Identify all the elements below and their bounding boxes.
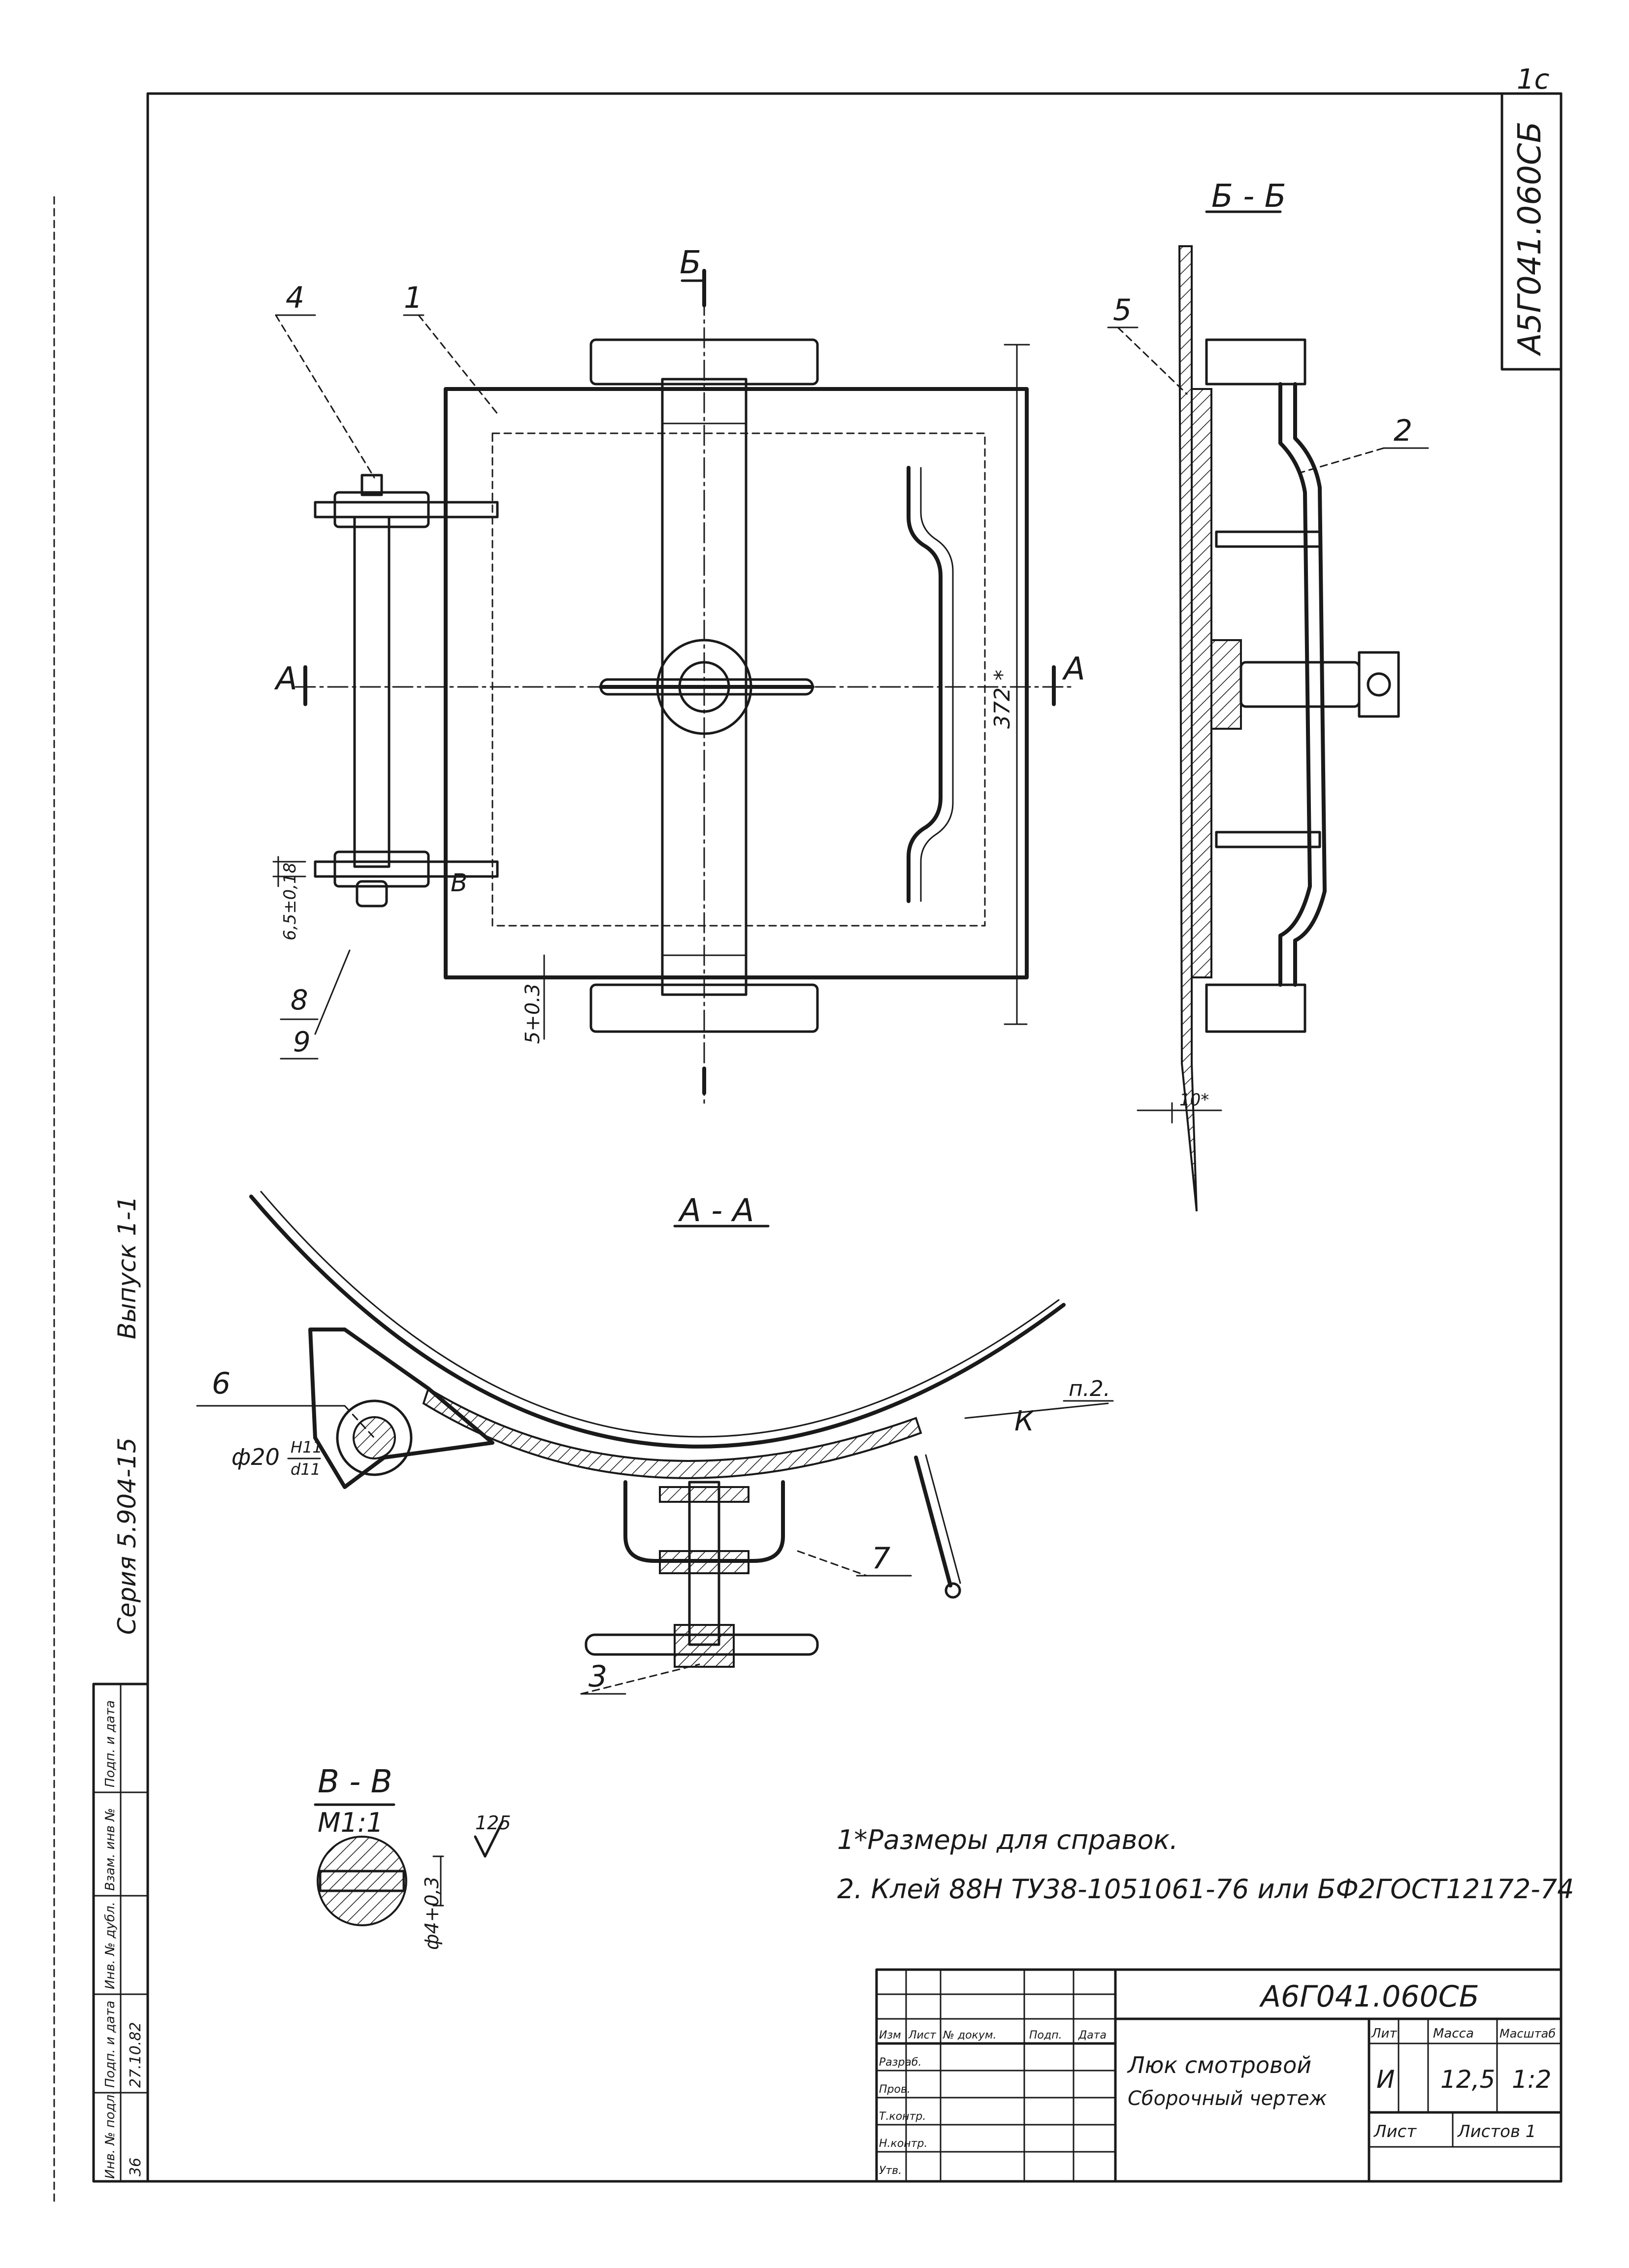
cut-label-a-right: А [1062,651,1085,687]
bb-bottom-flange [1205,983,1306,1033]
corner-mark: 1с [1517,64,1550,96]
dim-phi20: ф20 [231,1444,280,1470]
callout-4: 4 [286,281,304,315]
aa-hinge-ring [336,1399,413,1476]
side-stamp-label-3: Инв. № дубл. [103,1902,118,1989]
aa-shell-inner [260,1191,1060,1438]
sheet-frame [146,92,1563,2183]
bb-bar [1278,382,1312,987]
callout-8: 8 [291,984,308,1016]
aa-shell-outer [249,1195,1066,1449]
plan-hinge-upper-bracket [314,501,499,518]
plan-hinge-pin [353,516,391,868]
tb-row-nkontr: Н.контр. [879,2138,927,2150]
callout-6: 6 [212,1366,230,1401]
side-series: Серия 5.904-15 [113,1437,141,1635]
fit-d11: d11 [291,1460,321,1479]
rotated-code-box [1500,92,1563,371]
rotated-code: А5Г041.060СБ [1512,122,1548,356]
tb-sheet-label: Лист [1373,2122,1417,2141]
callout-k: К [1014,1405,1035,1437]
tb-name-1: Люк смотровой [1127,2052,1311,2078]
side-stamp-no: 36 [127,2158,144,2176]
plan-view: Б А А 372 * 5+0.3 6,5±0,18 В 1 4 8 9 [272,245,1085,1104]
side-stamp-date: 27.10.82 [127,2022,144,2088]
bb-shell [1178,245,1198,1212]
plan-hinge-lower-bracket [314,860,499,878]
aa-cover [422,1387,922,1479]
side-stamp-label-4: Подп. и дата [103,2001,118,2088]
bb-wheel [1358,651,1400,718]
bb-screw [1239,661,1361,708]
section-vv-title: В - В [318,1764,392,1800]
vv-pin-section [317,1836,407,1926]
section-aa-title: А - А [678,1193,754,1229]
bb-cover [1191,388,1212,978]
section-aa: А - А 6 ф20 H11 d11 7 [196,1191,1114,1695]
cut-label-a-left: А [274,661,297,697]
plan-hinge-upper-knuckle [333,491,430,528]
tb-col-date: Дата [1078,2029,1107,2041]
tb-lit-value: И [1376,2065,1395,2094]
plan-hinge-pin-tail [356,880,388,907]
callout-3: 3 [588,1659,607,1694]
tb-row-razrab: Разраб. [879,2056,921,2069]
side-stamp-label-1: Подп. и дата [103,1700,118,1787]
dim-372: 372 * [990,670,1015,729]
tb-mass-header: Масса [1433,2026,1474,2041]
bb-stud [1215,530,1321,548]
tb-mass-value: 12,5 [1440,2065,1495,2094]
callout-9: 9 [293,1026,311,1058]
plan-handle [907,466,943,903]
tb-col-izm: Изм [879,2029,901,2041]
callout-1: 1 [404,281,423,315]
tb-sheets-label: Листов 1 [1457,2122,1536,2141]
tb-row-utv: Утв. [879,2165,902,2177]
bb-block [1210,639,1242,730]
v-mark: В [451,869,467,897]
tb-row-tkontr: Т.контр. [879,2110,926,2123]
tb-row-prov: Пров. [879,2083,911,2096]
callout-2: 2 [1394,414,1412,448]
tb-col-doc: № докум. [943,2029,996,2041]
note-ref: п.2. [1069,1376,1110,1401]
side-issue: Выпуск 1-1 [113,1196,141,1339]
callout-7: 7 [872,1541,890,1576]
side-strip: Серия 5.904-15 Выпуск 1-1 Подп. и дата В… [92,1196,149,2183]
side-stamp-label-2: Взам. инв № [103,1808,118,1891]
plan-inner-opening [491,432,986,927]
tb-lit-header: Лит. [1371,2026,1401,2041]
title-block: Изм Лист № докум. Подп. Дата Разраб. Про… [875,1968,1563,2183]
dim-6-5: 6,5±0,18 [280,863,300,940]
section-bb-title: Б - Б [1211,178,1286,215]
roughness: 125 [475,1812,511,1834]
tb-scale-header: Масштаб [1499,2027,1556,2041]
note-1: 1*Размеры для справок. [837,1824,1178,1855]
side-stamp-label-5: Инв. № подл. [103,2091,118,2179]
section-vv: В - В М1:1 ф4+0,3 125 [314,1764,511,1950]
cut-label-b: Б [680,245,701,281]
tb-col-list: Лист [908,2029,937,2041]
note-2: 2. Клей 88Н ТУ38-1051061-76 или БФ2ГОСТ1… [837,1874,1574,1905]
bb-top-flange [1205,338,1306,386]
section-vv-scale: М1:1 [318,1807,384,1838]
tb-code: А6Г041.060СБ [1259,1979,1479,2014]
aa-bar [659,1486,749,1503]
fit-h11: H11 [291,1438,323,1457]
tb-scale-value: 1:2 [1512,2065,1551,2094]
dim-5: 5+0.3 [521,983,544,1044]
section-bb: Б - Б 10* 5 2 [1107,178,1429,1212]
dim-10: 10* [1179,1090,1209,1110]
callout-5: 5 [1113,293,1132,327]
plan-hinge-lower-knuckle [333,850,430,888]
aa-hinge-boss [308,1328,494,1489]
tb-name-2: Сборочный чертеж [1128,2087,1327,2110]
plan-outer-plate [444,387,1029,979]
aa-hinge-pin [353,1416,396,1459]
plan-hinge-pin-head [360,474,383,496]
tb-col-sign: Подп. [1029,2029,1062,2041]
dim-phi4: ф4+0,3 [421,1877,443,1950]
